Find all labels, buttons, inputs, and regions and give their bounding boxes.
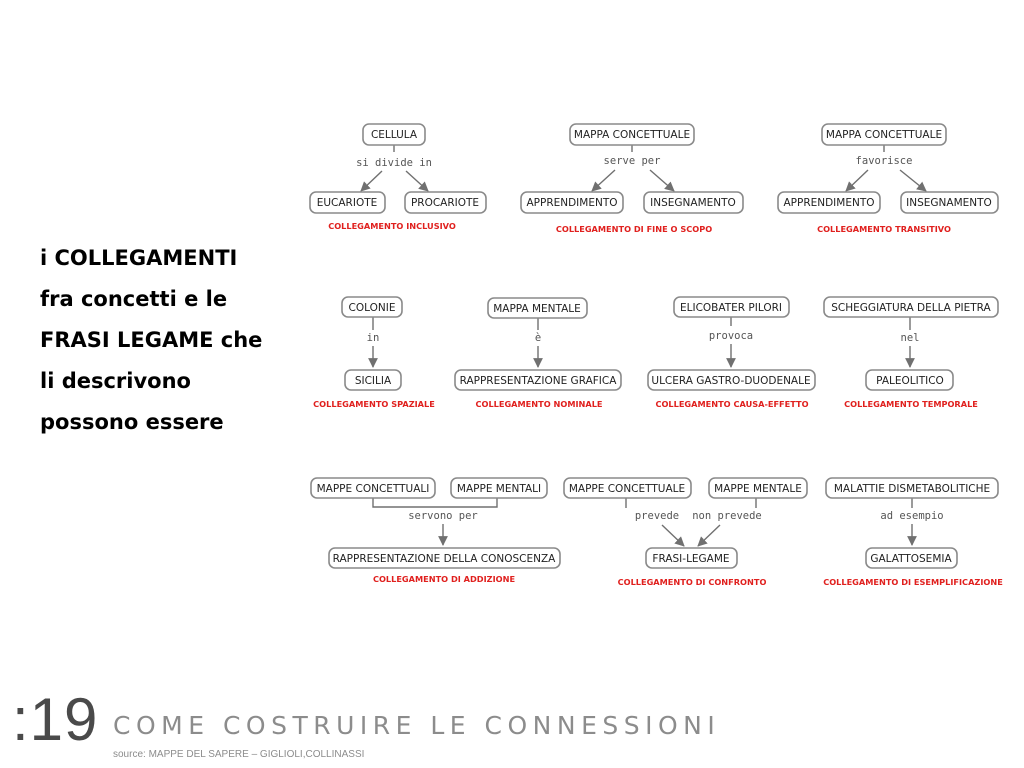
concept-label: SCHEGGIATURA DELLA PIETRA (831, 302, 991, 314)
concept-label: ULCERA GASTRO-DUODENALE (651, 375, 810, 387)
diagram-inclusivo: si divide in CELLULA EUCARIOTE PROCARIOT… (309, 123, 487, 231)
concept-label: APPRENDIMENTO (526, 197, 617, 209)
diagram-causa-effetto: provoca ELICOBATER PILORI ULCERA GASTRO-… (647, 296, 816, 409)
link-type-caption: COLLEGAMENTO DI CONFRONTO (618, 577, 767, 587)
concept-label: MAPPE CONCETTUALI (317, 483, 430, 495)
diagram-temporale: nel SCHEGGIATURA DELLA PIETRA PALEOLITIC… (823, 296, 999, 409)
concept-node (569, 123, 695, 146)
concept-label: INSEGNAMENTO (650, 197, 736, 209)
concept-label: MAPPE MENTALE (714, 483, 802, 495)
concept-node (520, 191, 624, 214)
concept-label: SICILIA (355, 375, 392, 387)
diagram-fine-scopo: serve per MAPPA CONCETTUALE APPRENDIMENT… (520, 123, 744, 234)
concept-node (777, 191, 881, 214)
slide-number: :19 (12, 686, 99, 753)
diagram-addizione: servono per MAPPE CONCETTUALI MAPPE MENT… (310, 477, 561, 584)
link-phrase: prevede (635, 510, 679, 522)
link-type-caption: COLLEGAMENTO DI ADDIZIONE (373, 574, 515, 584)
concept-label: RAPPRESENTAZIONE DELLA CONOSCENZA (333, 553, 557, 565)
concept-node (865, 547, 958, 569)
concept-label: APPRENDIMENTO (783, 197, 874, 209)
intro-line: possono essere (40, 410, 224, 434)
concept-node (647, 369, 816, 391)
concept-label: RAPPRESENTAZIONE GRAFICA (460, 375, 618, 387)
link-type-caption: COLLEGAMENTO SPAZIALE (313, 399, 435, 409)
concept-label: EUCARIOTE (317, 197, 378, 209)
concept-label: PALEOLITICO (876, 375, 944, 387)
diagram-esemplificazione: ad esempio MALATTIE DISMETABOLITICHE GAL… (823, 477, 1003, 587)
concept-node (643, 191, 744, 214)
concept-node (362, 123, 426, 146)
concept-node (900, 191, 999, 214)
link-phrase: nel (901, 332, 920, 344)
intro-text: i COLLEGAMENTI fra concetti e le FRASI L… (40, 238, 320, 443)
concept-node (310, 477, 436, 499)
concept-node (673, 296, 790, 318)
diagram-spaziale: in COLONIE SICILIA COLLEGAMENTO SPAZIALE (313, 296, 435, 409)
diagram-nominale: è MAPPA MENTALE RAPPRESENTAZIONE GRAFICA… (454, 297, 622, 409)
concept-label: GALATTOSEMIA (870, 553, 952, 565)
link-type-caption: COLLEGAMENTO DI FINE O SCOPO (556, 224, 712, 234)
link-phrase: è (535, 332, 541, 344)
link-type-caption: COLLEGAMENTO CAUSA-EFFETTO (655, 399, 808, 409)
concept-node (645, 547, 738, 569)
concept-label: COLONIE (349, 302, 396, 314)
concept-label: MAPPE CONCETTUALE (569, 483, 685, 495)
concept-node (341, 296, 403, 318)
concept-label: MAPPA CONCETTUALE (574, 129, 690, 141)
link-phrase: provoca (709, 330, 753, 342)
link-phrase: non prevede (692, 510, 762, 522)
intro-line: i COLLEGAMENTI (40, 246, 238, 270)
link-type-caption: COLLEGAMENTO TRANSITIVO (817, 224, 951, 234)
link-type-caption: COLLEGAMENTO TEMPORALE (844, 399, 978, 409)
concept-node (823, 296, 999, 318)
link-type-caption: COLLEGAMENTO INCLUSIVO (328, 221, 456, 231)
concept-node (454, 369, 622, 391)
concept-node (825, 477, 999, 499)
concept-label: CELLULA (371, 129, 418, 141)
concept-label: MAPPA CONCETTUALE (826, 129, 942, 141)
link-phrase: serve per (604, 155, 661, 167)
slide-title: COME COSTRUIRE LE CONNESSIONI (113, 711, 721, 740)
source-credit: source: MAPPE DEL SAPERE – GIGLIOLI,COLL… (113, 749, 365, 760)
link-phrase: in (367, 332, 380, 344)
concept-node (328, 547, 561, 569)
concept-node (821, 123, 947, 146)
intro-line: li descrivono (40, 369, 191, 393)
link-phrase: si divide in (356, 157, 432, 169)
link-phrase: servono per (408, 510, 478, 522)
link-type-caption: COLLEGAMENTO DI ESEMPLIFICAZIONE (823, 577, 1003, 587)
concept-node (344, 369, 402, 391)
concept-label: PROCARIOTE (411, 197, 479, 209)
concept-node (865, 369, 954, 391)
concept-node (563, 477, 692, 499)
concept-label: MALATTIE DISMETABOLITICHE (834, 483, 990, 495)
diagram-transitivo: favorisce MAPPA CONCETTUALE APPRENDIMENT… (777, 123, 999, 234)
concept-node (708, 477, 808, 499)
concept-label: MAPPA MENTALE (493, 303, 581, 315)
concept-label: MAPPE MENTALI (457, 483, 541, 495)
intro-line: fra concetti e le (40, 287, 228, 311)
link-phrase: favorisce (856, 155, 913, 167)
intro-line: FRASI LEGAME che (40, 328, 263, 352)
concept-label: FRASI-LEGAME (652, 553, 729, 565)
concept-node (404, 191, 487, 214)
diagram-confronto: prevede non prevede MAPPE CONCETTUALE MA… (563, 477, 808, 587)
link-type-caption: COLLEGAMENTO NOMINALE (475, 399, 602, 409)
concept-node (309, 191, 386, 214)
concept-label: INSEGNAMENTO (906, 197, 992, 209)
concept-node (450, 477, 548, 499)
concept-node (487, 297, 588, 319)
concept-label: ELICOBATER PILORI (680, 302, 782, 314)
concept-map-examples: si divide in CELLULA EUCARIOTE PROCARIOT… (309, 123, 1003, 587)
link-phrase: ad esempio (880, 510, 943, 522)
